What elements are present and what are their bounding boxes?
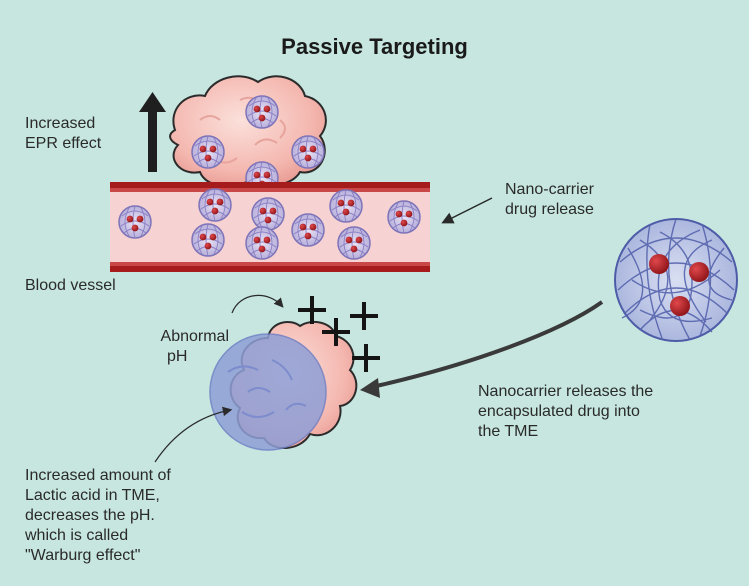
lactic-line4: which is called [25, 527, 129, 544]
top-tumor [169, 75, 327, 195]
nanocarrier-desc-line1: Nanocarrier releases the [478, 383, 654, 400]
nanocarrier-desc-line3: the TME [478, 423, 539, 440]
blood-vessel [110, 182, 430, 272]
lactic-line2: Lactic acid in TME, [25, 487, 160, 504]
nanocarrier-description: Nanocarrier releases the encapsulated dr… [478, 382, 706, 442]
lactic-acid-label: Increased amount of Lactic acid in TME, … [25, 466, 221, 566]
tme-tumor [209, 320, 358, 451]
nanocarrier-desc-line2: encapsulated drug into [478, 403, 640, 420]
epr-label-line2: EPR effect [25, 135, 102, 152]
abnormal-ph-label: Abnormal pH [147, 327, 229, 367]
epr-label: Increased EPR effect [25, 114, 101, 154]
diagram-title: Passive Targeting [281, 34, 468, 59]
abnormal-ph-line2: pH [167, 348, 188, 365]
lactic-line5: "Warburg effect" [25, 547, 141, 564]
large-nanocarrier [614, 218, 738, 342]
nano-release-label: Nano-carrier drug release [505, 180, 594, 220]
abnormal-ph-line1: Abnormal [160, 328, 229, 345]
lactic-line1: Increased amount of [25, 467, 171, 484]
nano-release-line1: Nano-carrier [505, 181, 594, 198]
nano-release-line2: drug release [505, 201, 594, 218]
plus-icon [298, 296, 380, 372]
curved-arrow-icon [231, 294, 284, 314]
lactic-line3: decreases the pH. [25, 507, 155, 524]
epr-label-line1: Increased [25, 115, 96, 132]
up-arrow-icon [139, 92, 166, 172]
blood-vessel-label: Blood vessel [25, 277, 116, 294]
